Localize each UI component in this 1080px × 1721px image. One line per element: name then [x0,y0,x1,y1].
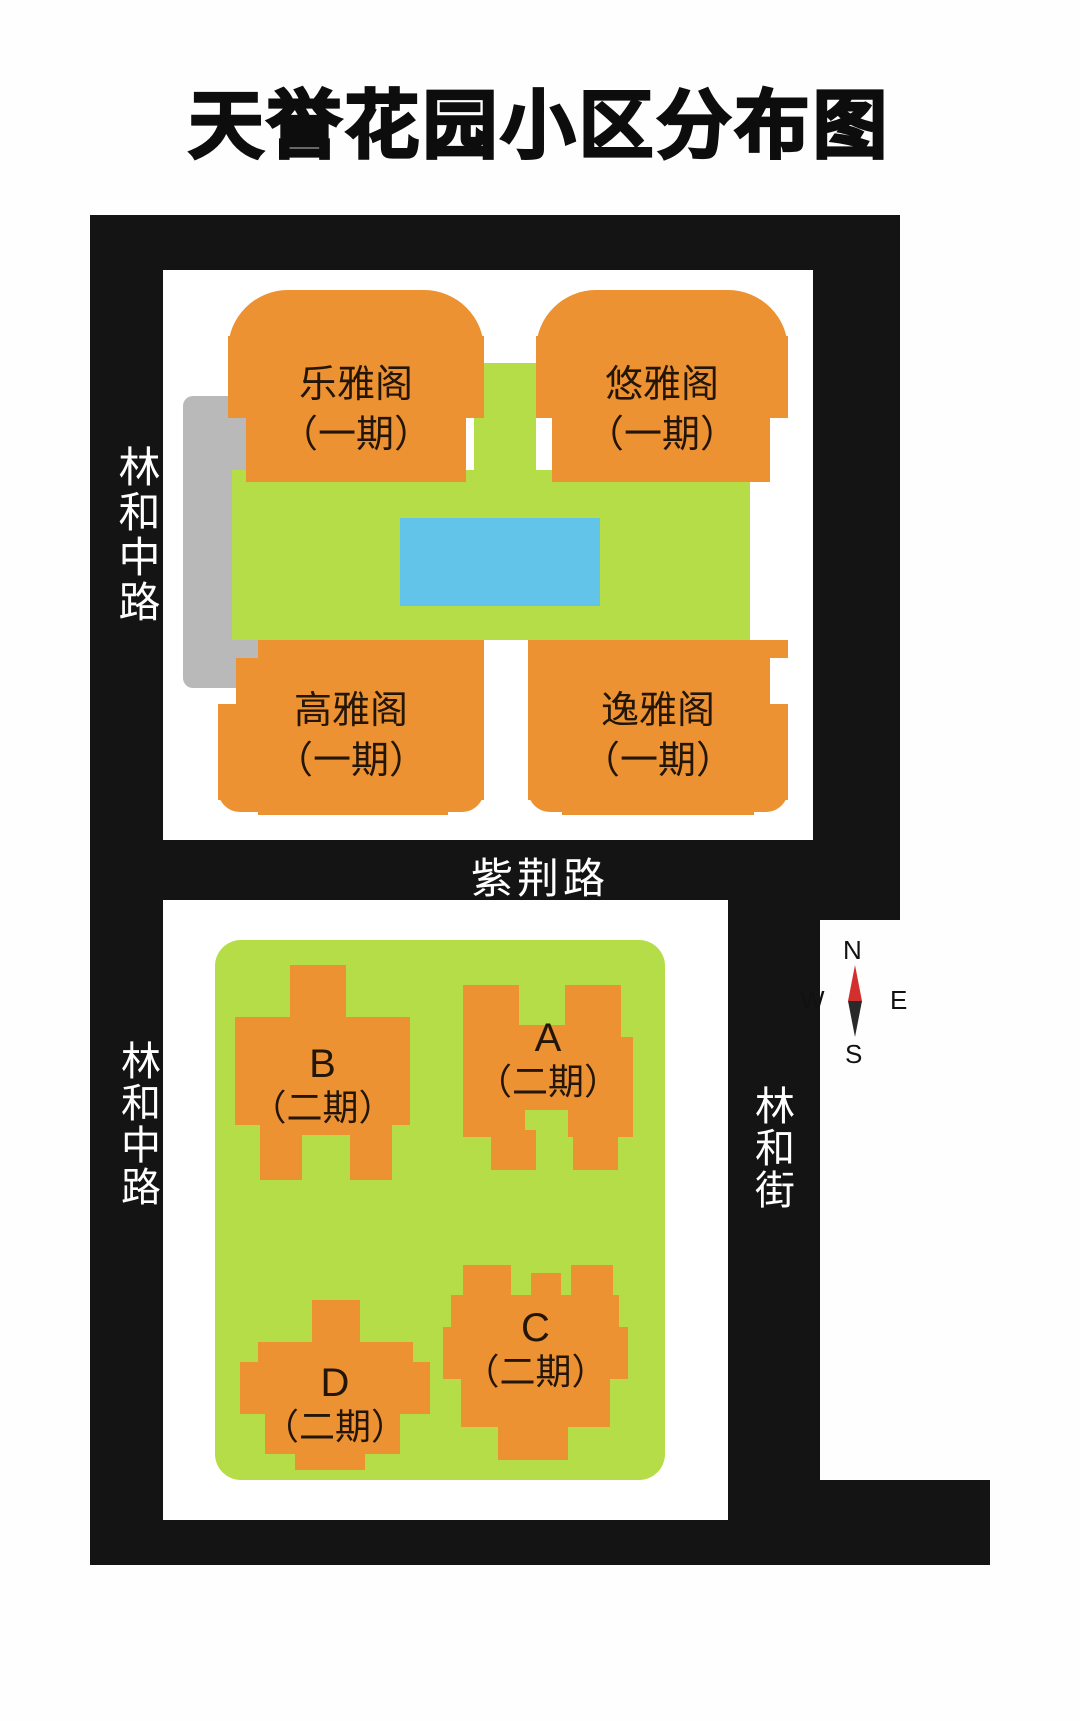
building-gaoyage-phase: （一期） [274,740,427,782]
phase1-garden-stub [474,363,536,475]
road-label-zijing: 紫荆路 [470,855,609,902]
compass-needle-icon [848,965,862,1037]
compass-north-label: N [843,935,862,965]
building-youyage-name: 悠雅阁 [604,364,719,406]
building-a-name: A [534,1016,562,1060]
building-gaoyage-name: 高雅阁 [293,690,408,732]
building-gaoyage[interactable]: 高雅阁 （一期） [218,640,484,815]
building-gaoyage-base [218,790,484,812]
compass-needle-north [848,965,862,1001]
phase1-swimming-pool [400,518,600,606]
page-title: 天誉花园小区分布图 [188,83,891,169]
building-c-name: C [521,1306,550,1350]
building-leyage-roof [228,290,484,350]
building-youyage-roof [536,290,788,350]
road-label-linhe-street: 林和街 [749,1085,793,1211]
building-a[interactable]: A （二期） [463,955,633,1170]
building-d[interactable]: D （二期） [240,1300,430,1470]
building-b-phase: （二期） [250,1087,395,1128]
compass-needle-south [848,1001,862,1037]
building-b[interactable]: B （二期） [235,965,410,1180]
building-d-phase: （二期） [262,1406,407,1447]
road-label-linhe-middle-upper: 林和中路 [113,445,160,625]
compass-west-label: W [800,985,825,1015]
building-b-name: B [309,1042,336,1086]
compass-south-label: S [845,1039,863,1069]
building-youyage-phase: （一期） [585,414,738,456]
building-d-name: D [320,1361,350,1405]
building-yiyage[interactable]: 逸雅阁 （一期） [528,640,788,815]
road-label-linhe-middle-lower: 林和中路 [115,1040,159,1208]
building-yiyage-name: 逸雅阁 [600,690,715,732]
compass-rose: N S W E [800,935,910,1070]
building-leyage-name: 乐雅阁 [298,364,413,406]
building-c-phase: （二期） [463,1351,608,1392]
compass-east-label: E [890,985,908,1015]
building-c[interactable]: C （二期） [443,1265,628,1460]
building-yiyage-base [528,790,788,812]
building-a-phase: （二期） [475,1061,620,1102]
building-leyage-phase: （一期） [279,414,432,456]
building-yiyage-phase: （一期） [581,740,734,782]
